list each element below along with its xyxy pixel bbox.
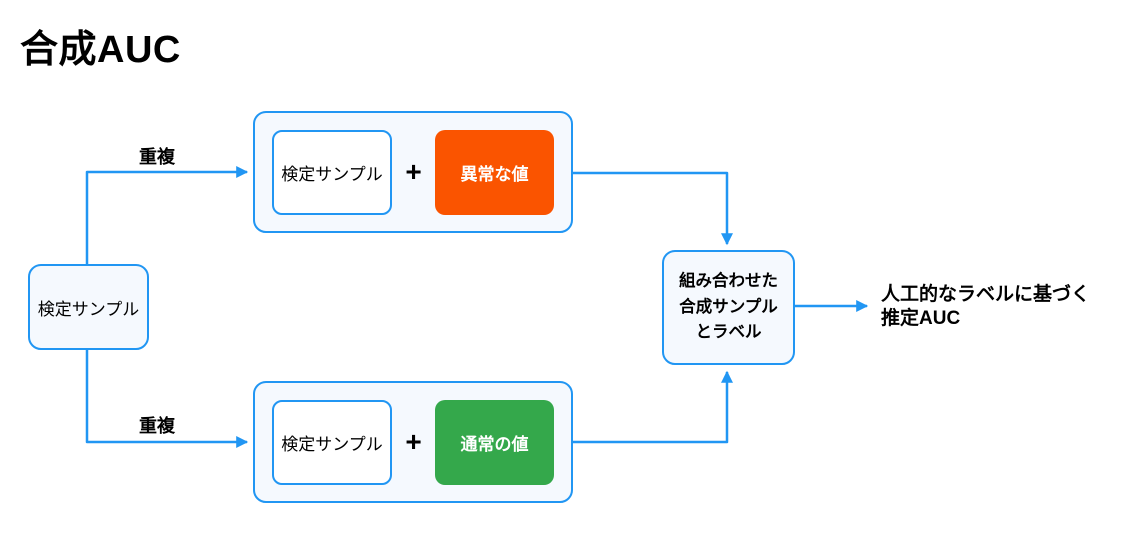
normal-value-box: 通常の値: [434, 399, 554, 485]
combined-samples-label: 組み合わせた 合成サンプル とラベル: [679, 272, 778, 342]
test-sample-box-bottom: 検定サンプル: [272, 399, 392, 485]
edge-source-to-top-group: [85, 166, 249, 264]
edge-bottom-group-to-combined: [573, 370, 733, 444]
test-sample-label-top: 検定サンプル: [281, 164, 383, 184]
normal-value-label: 通常の値: [460, 434, 529, 454]
anomalous-value-label: 異常な値: [460, 164, 529, 184]
duplicate-edge-label-top: 重複: [139, 147, 175, 167]
page-title: 合成AUC: [20, 29, 181, 71]
edge-source-to-bottom-group: [85, 350, 249, 448]
test-sample-source-label: 検定サンプル: [37, 299, 140, 319]
estimated-auc-label: 人工的なラベルに基づく 推定AUC: [881, 284, 1091, 329]
anomalous-mix-group: 検定サンプル + 異常な値: [253, 111, 573, 233]
test-sample-label-bottom: 検定サンプル: [281, 434, 383, 454]
normal-mix-group: 検定サンプル + 通常の値: [253, 381, 573, 503]
anomalous-value-box: 異常な値: [434, 129, 554, 215]
test-sample-box-top: 検定サンプル: [272, 129, 392, 215]
duplicate-edge-label-bottom: 重複: [139, 416, 175, 436]
combined-samples-box: 組み合わせた 合成サンプル とラベル: [662, 250, 795, 365]
test-sample-source-box: 検定サンプル: [28, 264, 149, 350]
edge-top-group-to-combined: [573, 171, 733, 246]
plus-icon: +: [405, 156, 422, 187]
plus-icon: +: [405, 426, 422, 457]
